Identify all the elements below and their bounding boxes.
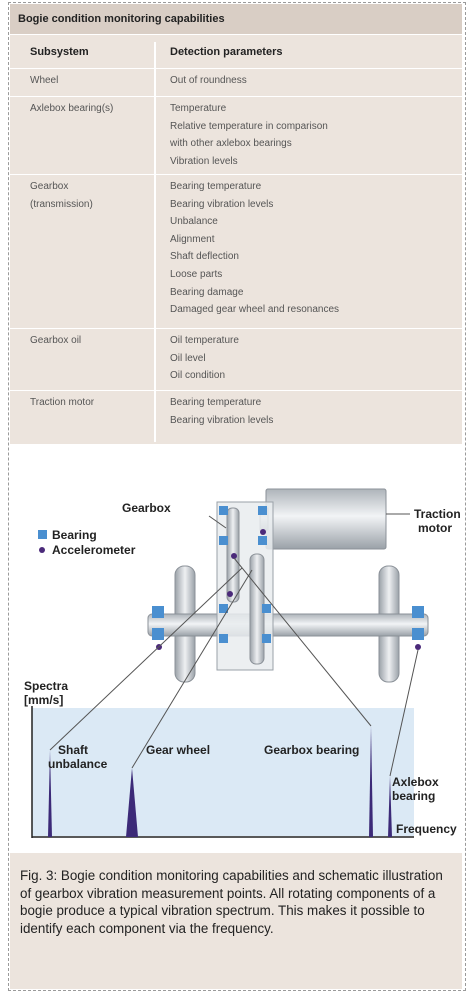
row-divider: [10, 96, 462, 97]
accelerometer-legend-icon: [39, 547, 45, 553]
param-line: Out of roundness: [170, 75, 247, 86]
gearbox-bearing: [219, 604, 228, 613]
bogie-schematic: Bearing Accelerometer: [24, 488, 461, 838]
param-line: Oil level: [170, 352, 206, 364]
axlebox-bearing-left: [152, 606, 164, 618]
row-divider: [10, 68, 462, 69]
column-divider: [154, 42, 156, 442]
table-row-motor-subsystem: Traction motor: [30, 394, 150, 412]
table-title: Bogie condition monitoring capabilities: [10, 4, 462, 34]
table-row-wheel-params: Out of roundness: [170, 72, 460, 90]
row-divider: [10, 328, 462, 329]
table-row-gearbox-subsystem: Gearbox (transmission): [30, 178, 150, 214]
bearing-legend-icon: [38, 530, 47, 539]
gearbox-label: Gearbox: [122, 501, 171, 515]
axlebox-bearing-right: [412, 628, 424, 640]
peak-gear-wheel: [126, 768, 138, 837]
table-row-axlebox-subsystem: Axlebox bearing(s): [30, 100, 150, 118]
column-header-detection: Detection parameters: [170, 46, 283, 58]
param-line: Relative temperature in comparison: [170, 120, 328, 132]
table-row-wheel-subsystem: Wheel: [30, 72, 150, 90]
capabilities-table: Bogie condition monitoring capabilities …: [10, 4, 462, 444]
param-line: Bearing vibration levels: [170, 198, 274, 210]
accelerometer: [415, 644, 421, 650]
row-divider: [10, 174, 462, 175]
subsystem-line: Wheel: [30, 75, 59, 86]
subsystem-line: (transmission): [30, 199, 93, 210]
accelerometer: [231, 553, 237, 559]
param-line: Bearing vibration levels: [170, 414, 274, 426]
axlebox-bearing-label: Axlebox: [392, 775, 439, 789]
param-line: Shaft deflection: [170, 251, 239, 263]
table-row-axlebox-params: Temperature Relative temperature in comp…: [170, 100, 460, 170]
accelerometer: [260, 529, 266, 535]
bogie-diagram: Bearing Accelerometer: [12, 458, 462, 850]
subsystem-line: Traction motor: [30, 397, 95, 408]
param-line: Oil condition: [170, 370, 226, 382]
param-line: Unbalance: [170, 216, 218, 228]
axlebox-bearing-label: bearing: [392, 789, 435, 803]
row-divider: [10, 390, 462, 391]
figure-caption: Fig. 3: Bogie condition monitoring capab…: [10, 853, 462, 989]
gearbox-bearing: [219, 506, 228, 515]
param-line: Loose parts: [170, 268, 223, 280]
param-line: Temperature: [170, 103, 227, 114]
axlebox-bearing-left: [152, 628, 164, 640]
shaft-unbalance-label: Shaft: [58, 743, 88, 757]
spectra-label: Spectra: [24, 679, 68, 693]
peak-axlebox-bearing: [388, 776, 392, 837]
frequency-axis-label: Frequency: [396, 822, 457, 836]
table-row-oil-params: Oil temperature Oil level Oil condition: [170, 332, 460, 385]
param-line: Alignment: [170, 233, 215, 245]
param-line: Bearing temperature: [170, 181, 262, 192]
table-row-oil-subsystem: Gearbox oil: [30, 332, 150, 350]
shaft-unbalance-label: unbalance: [48, 757, 108, 771]
traction-motor-label: motor: [418, 521, 452, 535]
legend-bearing-label: Bearing: [52, 528, 97, 542]
leader-lines: [49, 513, 419, 777]
peak-shaft-unbalance: [48, 750, 52, 837]
peak-gearbox-bearing: [369, 726, 373, 837]
spectrum-area: [32, 708, 414, 836]
column-header-subsystem: Subsystem: [30, 46, 89, 58]
subsystem-line: Axlebox bearing(s): [30, 103, 114, 114]
gearbox-bearing: [219, 536, 228, 545]
subsystem-line: Gearbox oil: [30, 335, 82, 346]
param-line: Damaged gear wheel and resonances: [170, 304, 339, 316]
gearbox-bearing: [258, 536, 267, 545]
legend-accelerometer-label: Accelerometer: [52, 543, 136, 557]
subsystem-line: Gearbox: [30, 181, 69, 192]
traction-motor-label: Traction: [414, 507, 461, 521]
param-line: with other axlebox bearings: [170, 138, 292, 150]
row-divider: [10, 34, 462, 35]
gearbox-bearing: [262, 634, 271, 643]
gearbox-bearing: [262, 604, 271, 613]
param-line: Bearing temperature: [170, 397, 262, 408]
axlebox-bearing-right: [412, 606, 424, 618]
param-line: Oil temperature: [170, 335, 239, 346]
gearbox-bearing-label: Gearbox bearing: [264, 743, 359, 757]
gearbox-bearing: [219, 634, 228, 643]
table-row-motor-params: Bearing temperature Bearing vibration le…: [170, 394, 460, 429]
gearbox-bearing: [258, 506, 267, 515]
spectra-unit-label: [mm/s]: [24, 693, 63, 707]
param-line: Vibration levels: [170, 155, 238, 167]
table-row-gearbox-params: Bearing temperature Bearing vibration le…: [170, 178, 460, 319]
accelerometer: [227, 591, 233, 597]
gear-wheel-label: Gear wheel: [146, 743, 210, 757]
param-line: Bearing damage: [170, 286, 244, 298]
traction-motor: [265, 488, 387, 550]
